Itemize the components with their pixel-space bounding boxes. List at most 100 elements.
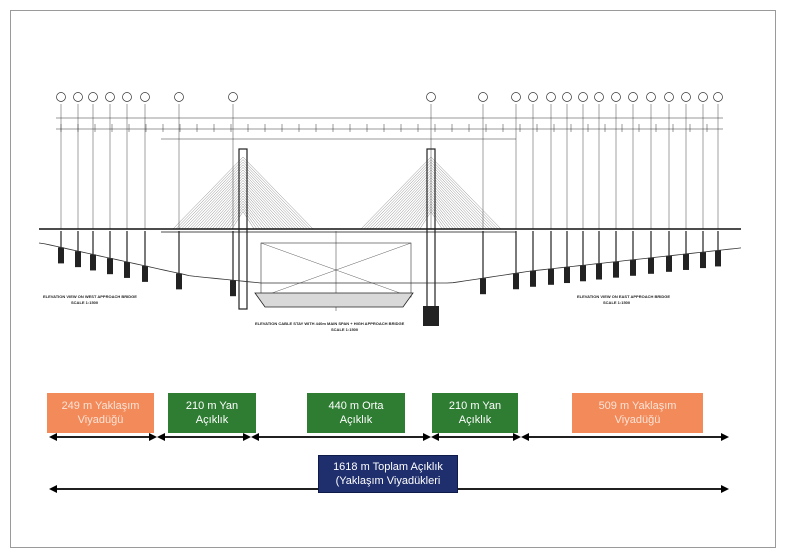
axis-marker xyxy=(56,92,66,102)
west-approach-title: ELEVATION VIEW ON WEST APPROACH BRIDGE xyxy=(43,294,137,299)
stay-cable xyxy=(242,180,288,230)
pier-foundation xyxy=(107,258,113,275)
stay-cable xyxy=(402,195,432,230)
pier-foundation xyxy=(683,253,689,270)
stay-cable xyxy=(242,185,283,230)
stay-cable xyxy=(242,167,302,230)
pier-foundation xyxy=(564,267,570,284)
axis-marker xyxy=(511,92,521,102)
stay-cable xyxy=(380,175,432,230)
ground-profile xyxy=(38,242,742,284)
bridge-deck xyxy=(39,228,741,311)
stay-cable xyxy=(374,169,432,230)
total-span-box: 1618 m Toplam Açıklık (Yaklaşım Viyadükl… xyxy=(318,455,458,493)
stay-cable xyxy=(430,211,443,230)
stay-cable xyxy=(363,159,432,230)
stay-cable xyxy=(242,190,277,230)
stay-cable xyxy=(226,206,244,230)
pier-foundation xyxy=(58,247,64,264)
stay-cable xyxy=(369,164,432,230)
pier-foundation xyxy=(666,255,672,272)
pylon-foundation xyxy=(423,306,439,326)
stay-cable xyxy=(184,167,244,230)
pylon xyxy=(238,148,248,310)
axis-marker xyxy=(594,92,604,102)
stay-cable xyxy=(242,156,314,230)
stay-cable xyxy=(223,203,244,230)
main-span-arrow-head-right xyxy=(423,433,431,441)
stay-cable xyxy=(242,195,272,230)
pier-foundation xyxy=(648,257,654,274)
piers xyxy=(58,148,721,326)
pier-foundation xyxy=(142,265,148,282)
stay-cable xyxy=(430,182,474,230)
stay-cable xyxy=(189,172,244,230)
east-approach-title: ELEVATION VIEW ON EAST APPROACH BRIDGE xyxy=(577,294,670,299)
total-span-arrow-head-right xyxy=(721,485,729,493)
pier-foundation xyxy=(90,254,96,271)
axis-marker xyxy=(681,92,691,102)
east-approach-arrow-head-right xyxy=(721,433,729,441)
axis-marker xyxy=(646,92,656,102)
ship-hull xyxy=(254,292,414,308)
axis-marker xyxy=(611,92,621,102)
axis-marker xyxy=(105,92,115,102)
axis-marker xyxy=(698,92,708,102)
pier-foundation xyxy=(580,265,586,282)
pier-foundation xyxy=(480,278,486,295)
stay-cable xyxy=(430,188,468,230)
stay-cable xyxy=(178,162,244,230)
axis-marker xyxy=(713,92,723,102)
axis-marker xyxy=(478,92,488,102)
west-approach-arrow-head-left xyxy=(49,433,57,441)
stay-cable xyxy=(430,175,482,230)
stay-cable xyxy=(430,164,493,230)
stay-cable xyxy=(430,190,465,230)
stay-cable xyxy=(416,208,432,230)
stay-cable xyxy=(209,190,244,230)
east-side-arrow-head-left xyxy=(431,433,439,441)
stay-cables xyxy=(172,156,502,230)
west-side-span-box: 210 m Yan Açıklık xyxy=(168,393,256,433)
stay-cable xyxy=(242,211,255,230)
stay-cable xyxy=(377,172,432,230)
stay-cable xyxy=(430,185,471,230)
pier-foundation xyxy=(715,250,721,267)
stay-cable xyxy=(186,169,244,230)
ground-line xyxy=(38,242,742,284)
stay-cable xyxy=(414,206,432,230)
bridge-elevation-drawing: ELEVATION VIEW ON WEST APPROACH BRIDGE S… xyxy=(38,92,742,493)
east-side-span-box: 210 m Yan Açıklık xyxy=(432,393,518,433)
stay-cable xyxy=(400,193,432,230)
pier-foundation xyxy=(75,251,81,268)
stay-cable xyxy=(206,188,244,230)
cable-stay-title: ELEVATION CABLE STAY WITH 440m MAIN SPAN… xyxy=(255,321,405,326)
main-span-arrow-head-left xyxy=(251,433,259,441)
west-side-arrow-head-right xyxy=(243,433,251,441)
east-approach-box: 509 m Yaklaşım Viyadüğü xyxy=(572,393,703,433)
stay-cable xyxy=(242,193,274,230)
stay-cable xyxy=(192,175,244,230)
stay-cable xyxy=(430,208,446,230)
west-approach-arrow-head-right xyxy=(149,433,157,441)
stay-cable xyxy=(242,175,294,230)
stay-cable xyxy=(242,208,258,230)
pier-foundation xyxy=(230,280,236,297)
cable-stay-scale: SCALE 1:1500 xyxy=(331,327,359,332)
east-approach-scale: SCALE 1:1500 xyxy=(603,300,631,305)
stay-cable xyxy=(430,195,460,230)
pier-foundation xyxy=(530,270,536,287)
stay-cable xyxy=(430,177,479,230)
stay-cable xyxy=(383,177,432,230)
drawing-frame: ELEVATION VIEW ON WEST APPROACH BRIDGE S… xyxy=(10,10,776,548)
stay-cable xyxy=(430,203,451,230)
stay-cable xyxy=(172,156,244,230)
axis-marker xyxy=(426,92,436,102)
stay-cable xyxy=(242,188,280,230)
stay-cable xyxy=(198,180,244,230)
pier-foundation xyxy=(613,261,619,278)
axis-marker xyxy=(546,92,556,102)
stay-cable xyxy=(388,182,432,230)
stay-cable xyxy=(242,162,308,230)
pier-foundation xyxy=(700,252,706,269)
